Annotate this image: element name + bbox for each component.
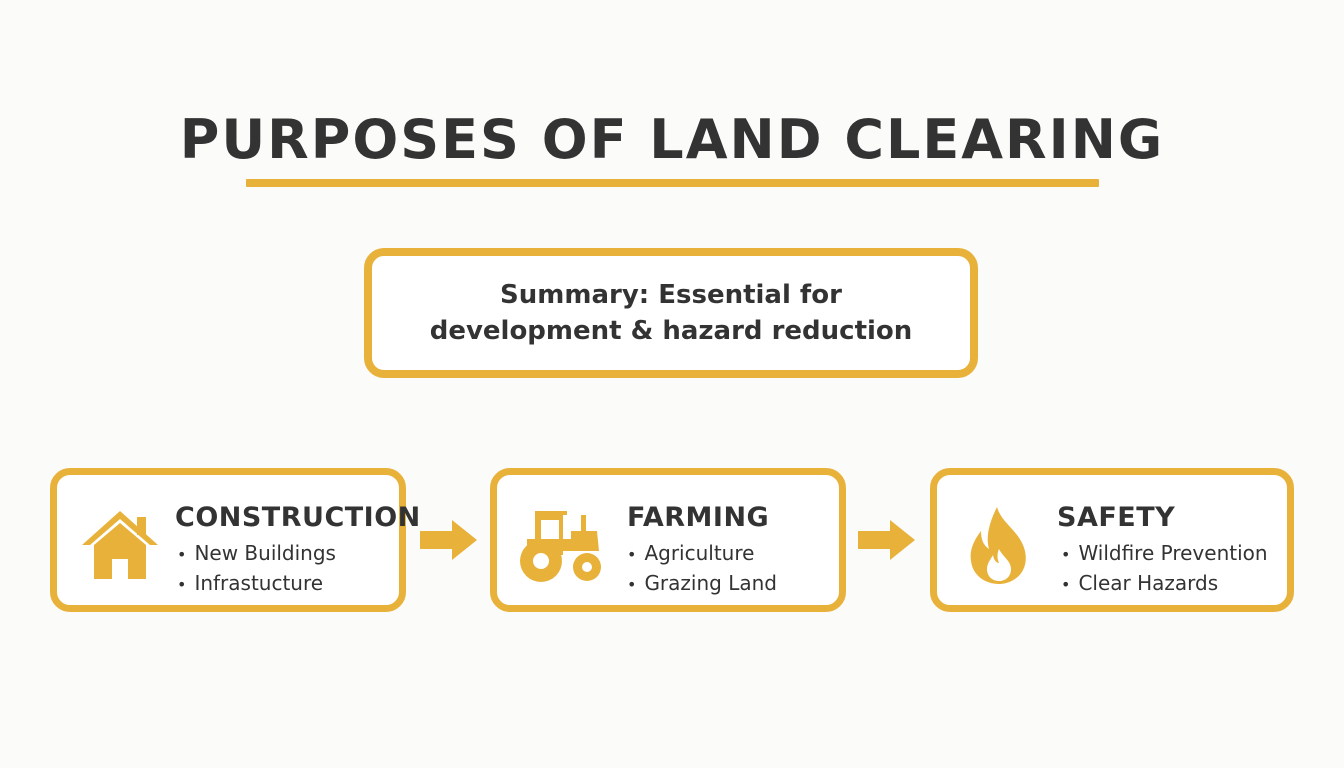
card-heading: CONSTRUCTION bbox=[175, 502, 421, 533]
card-list: New Buildings Infrastucture bbox=[177, 539, 336, 599]
list-item: Infrastucture bbox=[177, 569, 336, 599]
card-list: Wildfire Prevention Clear Hazards bbox=[1061, 539, 1268, 599]
list-item: New Buildings bbox=[177, 539, 336, 569]
title-underline bbox=[246, 179, 1099, 187]
tractor-icon bbox=[520, 511, 601, 582]
list-item: Wildfire Prevention bbox=[1061, 539, 1267, 569]
card-heading: SAFETY bbox=[1057, 502, 1176, 533]
card-list: Agriculture Grazing Land bbox=[627, 539, 777, 599]
house-icon bbox=[82, 511, 158, 579]
arrow-right-icon bbox=[858, 520, 915, 560]
flame-icon bbox=[970, 507, 1026, 584]
card-heading: FARMING bbox=[627, 502, 770, 533]
arrow-right-icon bbox=[420, 520, 477, 560]
list-item: Agriculture bbox=[627, 539, 777, 569]
summary-text: Summary: Essential for development & haz… bbox=[429, 280, 913, 346]
list-item: Grazing Land bbox=[627, 569, 777, 599]
page-title: PURPOSES OF LAND CLEARING bbox=[179, 108, 1165, 171]
card-farming: FARMING Agriculture Grazing Land bbox=[490, 468, 846, 612]
list-item: Clear Hazards bbox=[1061, 569, 1268, 599]
summary-box: Summary: Essential for development & haz… bbox=[364, 248, 978, 378]
card-safety: SAFETY Wildfire Prevention Clear Hazards bbox=[930, 468, 1294, 612]
card-construction: CONSTRUCTION New Buildings Infrastucture bbox=[50, 468, 420, 612]
